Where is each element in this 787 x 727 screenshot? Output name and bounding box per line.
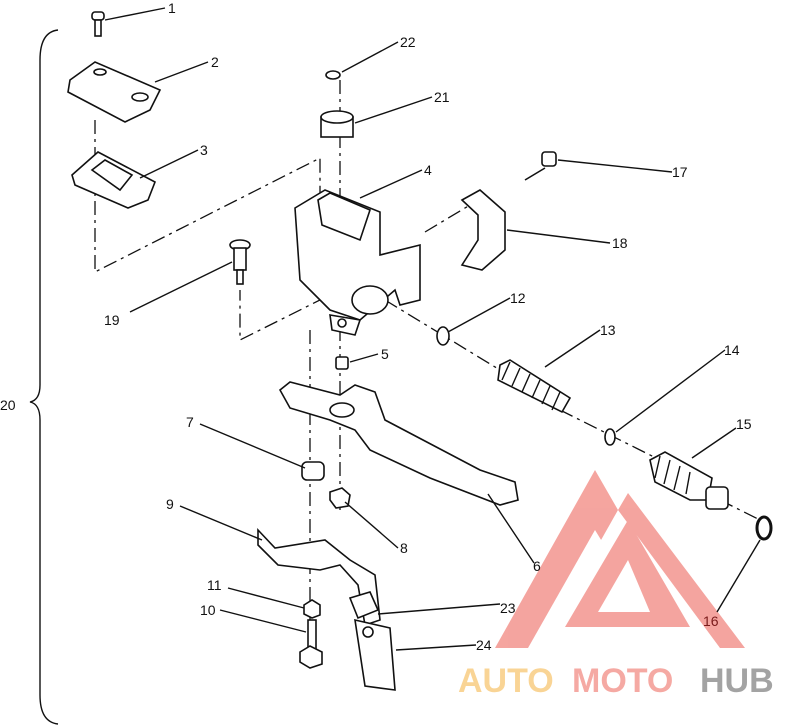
callout-6: 6 <box>533 558 541 574</box>
part-15-piston <box>649 451 729 510</box>
callout-11: 11 <box>207 577 222 593</box>
callout-14: 14 <box>724 342 740 358</box>
bracket-20 <box>29 29 59 725</box>
callout-24: 24 <box>476 637 492 653</box>
callout-15: 15 <box>736 416 752 432</box>
part-8-nut <box>329 487 351 509</box>
callout-22: 22 <box>400 34 416 50</box>
callout-1: 1 <box>168 0 176 16</box>
callout-5: 5 <box>381 346 389 362</box>
callout-17: 17 <box>672 164 688 180</box>
part-5-screw <box>335 356 349 370</box>
part-7-bushing <box>301 461 325 481</box>
watermark-text: AUTO MOTO HUB <box>458 662 774 700</box>
callout-8: 8 <box>400 540 408 556</box>
part-1-screw <box>91 11 105 37</box>
callout-12: 12 <box>510 290 526 306</box>
part-4-master-cylinder <box>294 189 421 336</box>
part-23-switch <box>348 591 380 620</box>
callout-21: 21 <box>434 89 450 105</box>
part-3-diaphragm <box>71 151 157 209</box>
watermark-auto: AUTO <box>458 662 554 700</box>
callout-4: 4 <box>424 162 432 178</box>
callout-3: 3 <box>200 142 208 158</box>
watermark-moto: MOTO <box>572 662 673 700</box>
part-21-bushing <box>320 110 354 138</box>
part-11-nut <box>303 599 321 619</box>
watermark-logo <box>495 470 745 648</box>
callout-2: 2 <box>211 54 219 70</box>
callout-13: 13 <box>600 322 616 338</box>
part-13-boot <box>497 359 572 414</box>
part-2-reservoir-cover <box>67 61 162 123</box>
callout-10: 10 <box>200 602 216 618</box>
callout-23: 23 <box>500 600 516 616</box>
callout-19: 19 <box>104 312 120 328</box>
part-10-bolt <box>299 619 323 669</box>
watermark-hub: HUB <box>700 662 774 700</box>
part-16-circlip <box>755 515 773 541</box>
callout-labels: 1 2 3 4 5 6 7 8 9 10 11 12 13 14 15 16 1… <box>0 0 752 653</box>
callout-18: 18 <box>612 235 628 251</box>
part-18-clamp <box>460 189 506 271</box>
leader-lines <box>104 7 761 651</box>
part-12-washer <box>436 326 450 346</box>
part-17-screw <box>524 151 557 181</box>
callout-9: 9 <box>166 496 174 512</box>
part-22-washer <box>325 70 341 80</box>
part-6-lever <box>278 381 519 506</box>
callout-20: 20 <box>0 397 16 413</box>
construction-line <box>424 204 471 233</box>
part-14-washer <box>604 428 616 446</box>
part-24-switch-plate <box>354 618 396 691</box>
part-19-pivot-bolt <box>229 239 251 285</box>
callout-7: 7 <box>186 414 194 430</box>
callout-16: 16 <box>703 613 719 629</box>
